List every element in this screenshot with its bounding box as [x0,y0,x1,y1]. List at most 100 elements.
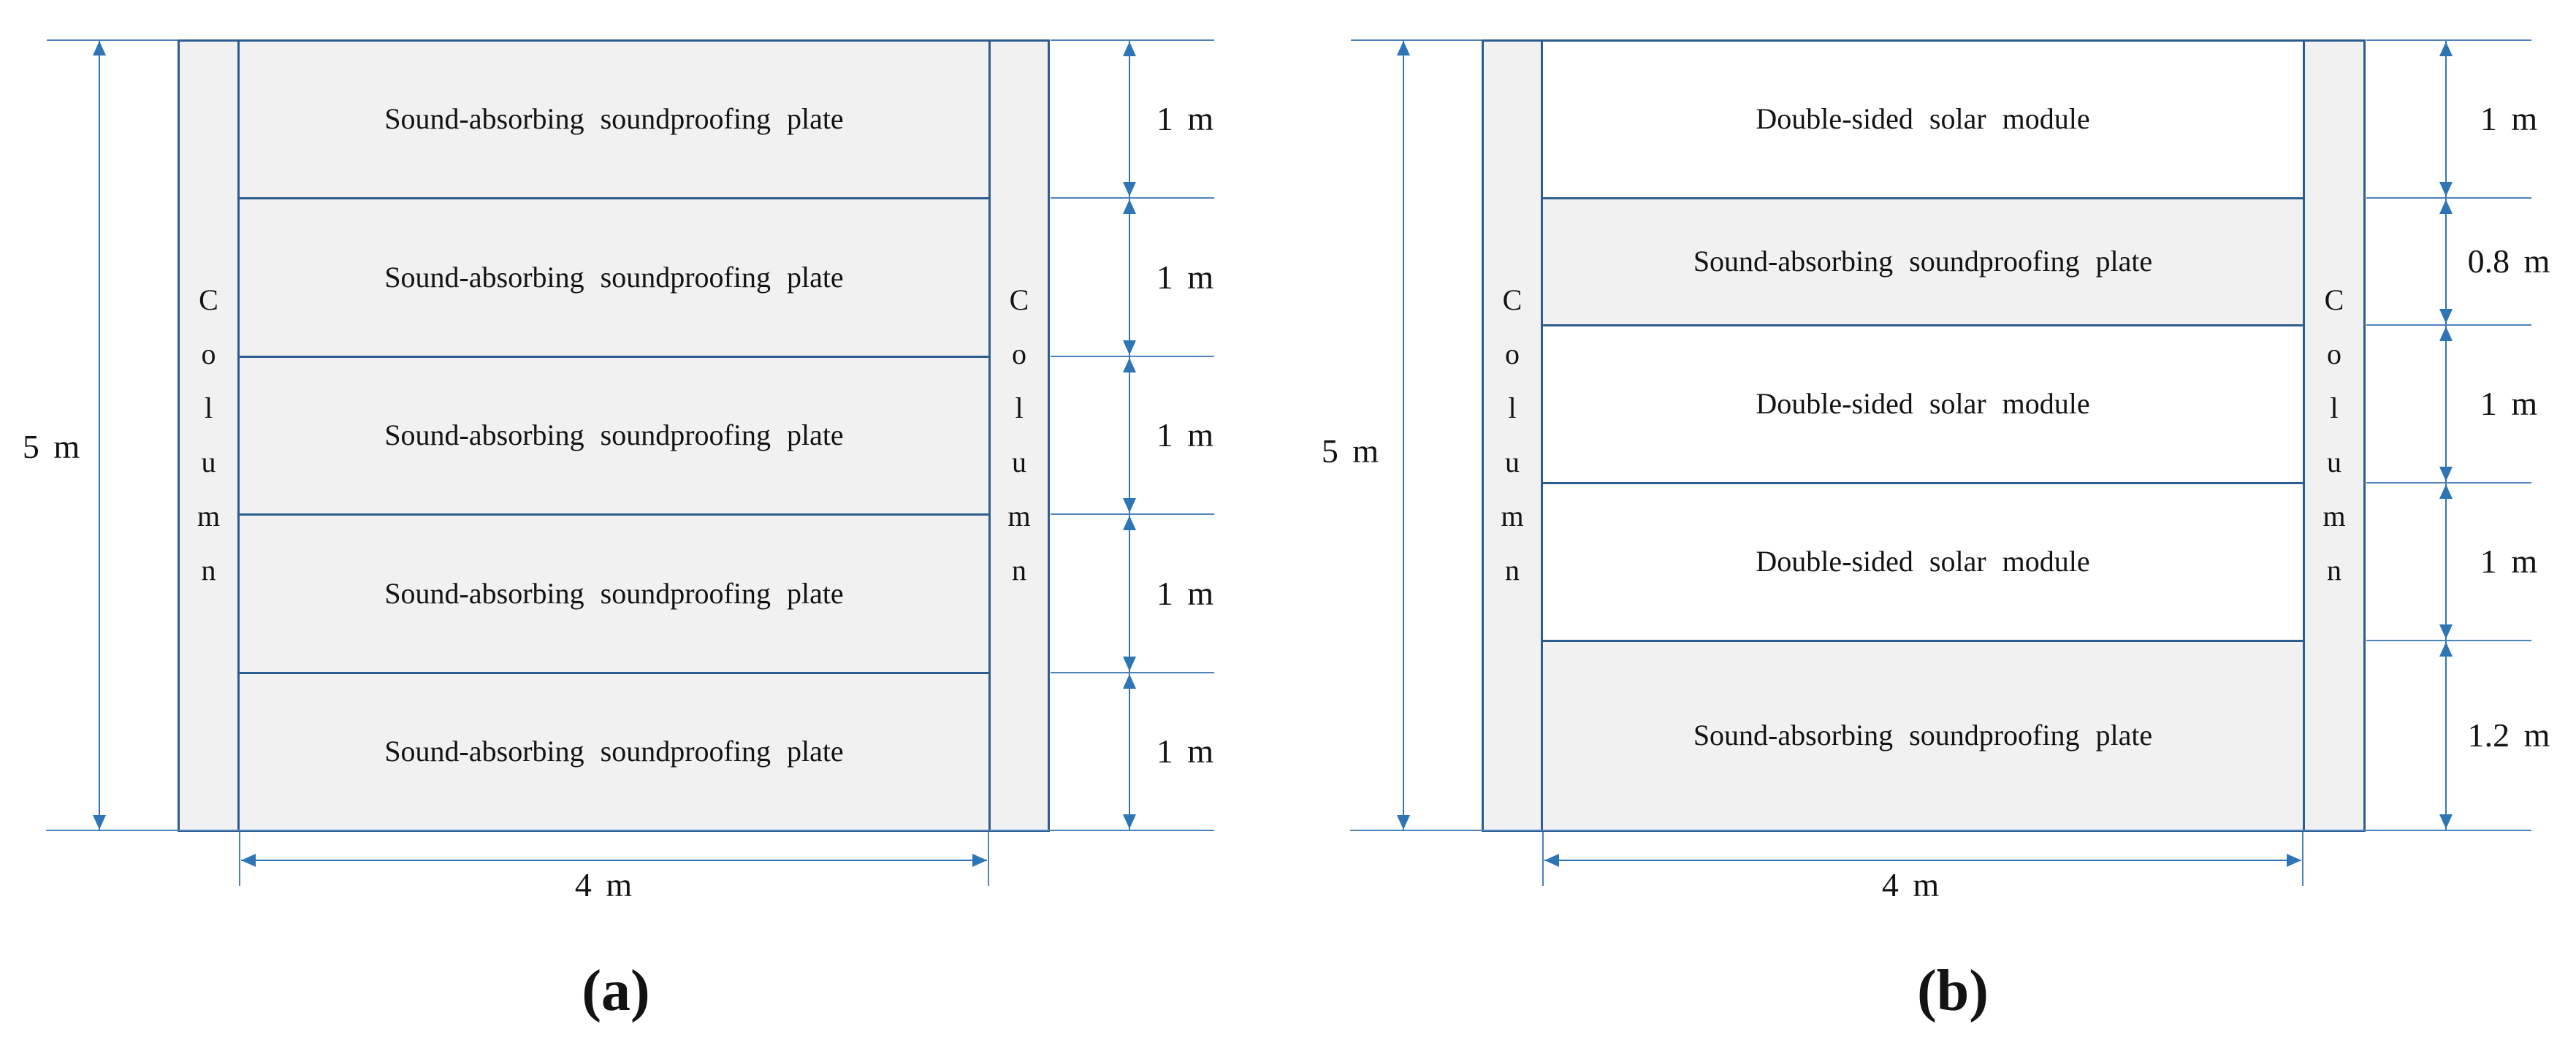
panel-label: Double-sided solar module [1756,387,2090,420]
solar-module-row [1543,483,2303,641]
ground-baseline [46,830,1214,831]
divider-extension-line [1051,672,1214,673]
column-left [1482,39,1543,832]
divider-extension-line [2366,197,2531,199]
panel-divider-line [240,513,988,516]
width-dimension-line [241,860,987,861]
subfigure-caption-b: (b) [1917,959,1989,1023]
arrowhead-down-icon [1123,657,1136,671]
ground-baseline [1350,830,2531,831]
arrowhead-up-icon [2439,326,2453,341]
solar-module-row [1543,325,2303,483]
segment-dimension-line [1129,673,1130,830]
height-dimension-label: 5 m [22,428,80,465]
width-dimension-label: 4 m [1881,866,1940,903]
segment-dimension-line [1129,357,1130,513]
divider-extension-line [2366,324,2531,326]
arrowhead-down-icon [2439,624,2453,639]
segment-dimension-line [2445,483,2447,640]
panel-divider-line [1543,324,2303,326]
arrowhead-up-icon [2439,42,2453,56]
arrowhead-up-icon [1397,41,1410,56]
width-dimension-line [1544,860,2301,861]
segment-dimension-label: 1.2 m [2467,716,2550,754]
panel-label: Double-sided solar module [1756,102,2090,135]
arrowhead-up-icon [2439,484,2453,499]
height-dimension-label: 5 m [1321,432,1379,470]
column-right [2303,39,2366,832]
arrowhead-down-icon [1123,498,1136,513]
column-left [178,39,240,832]
solar-module-row [1543,40,2303,198]
top-right-extension-line [1051,39,1214,41]
panel-label: Sound-absorbing soundproofing plate [384,735,844,768]
divider-extension-line [1051,356,1214,357]
subfigure-caption-a: (a) [582,959,650,1023]
panel-label: Sound-absorbing soundproofing plate [1693,719,2153,752]
panel-divider-line [240,671,988,674]
segment-dimension-label: 0.8 m [2467,242,2550,280]
segment-dimension-label: 1 m [1156,733,1214,770]
wall-top-border [240,39,988,42]
segment-dimension-label: 1 m [1156,258,1214,296]
arrowhead-down-icon [2439,467,2453,481]
panel-label: Sound-absorbing soundproofing plate [1693,245,2153,278]
arrowhead-up-icon [1123,674,1136,689]
segment-dimension-line [2445,41,2447,197]
divider-extension-line [2366,640,2531,641]
sound-absorbing-plate-row [240,356,988,514]
column-vertical-label: C o l u m n [1501,283,1524,586]
top-right-extension-line [2366,39,2531,41]
width-tick-left [239,832,240,886]
sound-absorbing-plate-row [240,514,988,673]
arrowhead-up-icon [1123,42,1136,56]
divider-extension-line [2366,482,2531,483]
panel-divider-line [1543,196,2303,199]
width-dimension-label: 4 m [574,866,633,903]
segment-dimension-label: 1 m [1156,416,1214,454]
segment-dimension-line [2445,641,2447,830]
panel-divider-line [240,196,988,199]
segment-dimension-line [2445,199,2447,324]
panel-label: Sound-absorbing soundproofing plate [384,418,844,451]
sound-absorbing-plate-row [1543,198,2303,325]
arrowhead-down-icon [1123,182,1136,196]
arrowhead-down-icon [1397,815,1410,830]
arrowhead-left-icon [1544,854,1559,867]
arrowhead-down-icon [1123,814,1136,829]
width-tick-right [988,832,989,886]
sound-absorbing-plate-row [240,673,988,830]
segment-dimension-line [2445,326,2447,482]
panel-divider-line [1543,481,2303,484]
panel-label: Sound-absorbing soundproofing plate [384,102,844,135]
panel-divider-line [240,355,988,358]
arrowhead-up-icon [1123,516,1136,530]
sound-absorbing-plate-row [1543,641,2303,830]
column-vertical-label: C o l u m n [1007,283,1031,586]
arrowhead-down-icon [2439,309,2453,324]
arrowhead-down-icon [2439,814,2453,829]
column-vertical-label: C o l u m n [2322,283,2346,586]
top-extension-line [1351,39,1482,41]
sound-absorbing-plate-row [240,40,988,198]
arrowhead-up-icon [2439,642,2453,657]
arrowhead-down-icon [1123,340,1136,355]
height-dimension-line [1403,40,1404,830]
arrowhead-up-icon [1123,358,1136,372]
arrowhead-up-icon [93,41,106,56]
segment-dimension-label: 1 m [1156,574,1214,612]
column-right [988,39,1050,832]
column-vertical-label: C o l u m n [197,283,221,586]
width-tick-left [1542,832,1544,886]
segment-dimension-line [1129,41,1130,197]
divider-extension-line [1051,197,1214,199]
segment-dimension-line [1129,515,1130,672]
arrowhead-up-icon [1123,199,1136,214]
segment-dimension-label: 1 m [2480,100,2538,137]
sound-absorbing-plate-row [240,198,988,356]
panel-label: Sound-absorbing soundproofing plate [384,261,844,294]
arrowhead-up-icon [2439,199,2453,214]
